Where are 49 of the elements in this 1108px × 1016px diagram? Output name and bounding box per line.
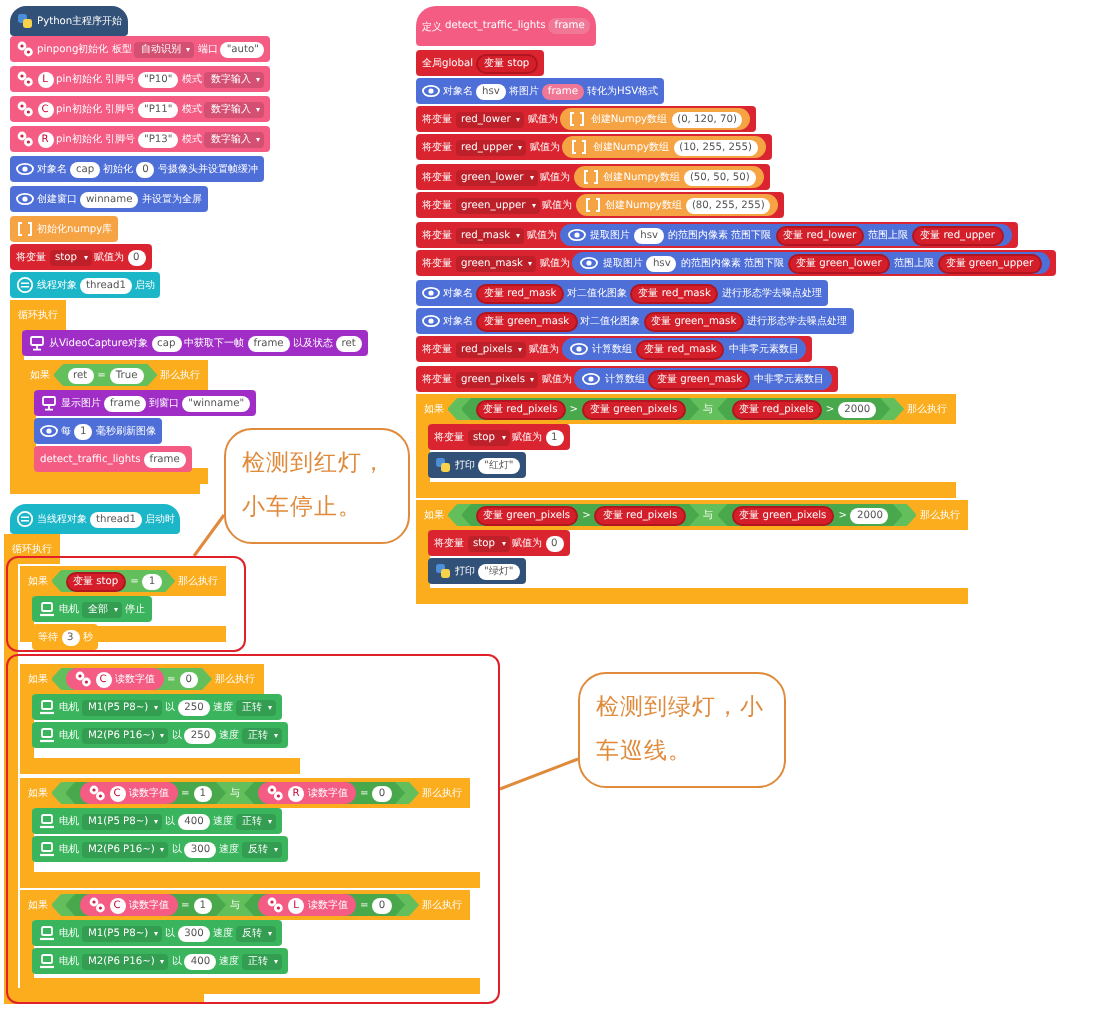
- if-block: [20, 778, 480, 888]
- if-block: [20, 890, 480, 994]
- code-block: [428, 558, 526, 584]
- code-block: [428, 530, 570, 556]
- hat-block: [416, 6, 597, 46]
- code-block: [416, 134, 772, 160]
- code-block: [10, 96, 271, 122]
- code-block: [428, 424, 570, 450]
- code-block: [416, 192, 785, 218]
- code-block: [32, 722, 289, 748]
- code-block: [10, 156, 264, 182]
- code-block: [416, 78, 665, 104]
- code-block: [32, 694, 282, 720]
- code-block: [32, 808, 282, 834]
- code-block: [10, 244, 152, 270]
- code-block: [10, 126, 271, 152]
- code-block: [22, 330, 368, 356]
- code-block: [416, 308, 854, 334]
- code-block: [34, 418, 162, 444]
- code-block: [416, 336, 813, 362]
- code-block: [416, 250, 1056, 276]
- code-block: [10, 66, 271, 92]
- code-block: [34, 390, 257, 416]
- code-block: [32, 836, 289, 862]
- code-block: [416, 222, 1018, 248]
- code-block: [34, 446, 192, 472]
- code-block: [10, 36, 271, 62]
- hat-block: [10, 6, 129, 36]
- code-block: [10, 216, 119, 242]
- loop-block: [4, 534, 506, 1004]
- code-block: [416, 50, 544, 76]
- hat-block: [10, 504, 181, 534]
- code-block: [416, 280, 828, 306]
- code-block: [416, 164, 770, 190]
- code-block: [32, 920, 282, 946]
- code-block: [32, 948, 289, 974]
- highlight-frame: [6, 654, 500, 1004]
- callout-tooltip: 检测到绿灯，小车巡线。: [578, 672, 786, 788]
- callout-tooltip: 检测到红灯，小车停止。: [224, 428, 410, 544]
- code-block: [10, 186, 208, 212]
- if-block: [416, 394, 956, 498]
- highlight-frame: [6, 556, 246, 652]
- code-block: [32, 596, 151, 622]
- code-block: [428, 452, 526, 478]
- if-block: [416, 500, 968, 604]
- code-block: [416, 366, 839, 392]
- code-block: [416, 106, 757, 132]
- code-block: [10, 272, 161, 298]
- if-block: [20, 664, 300, 774]
